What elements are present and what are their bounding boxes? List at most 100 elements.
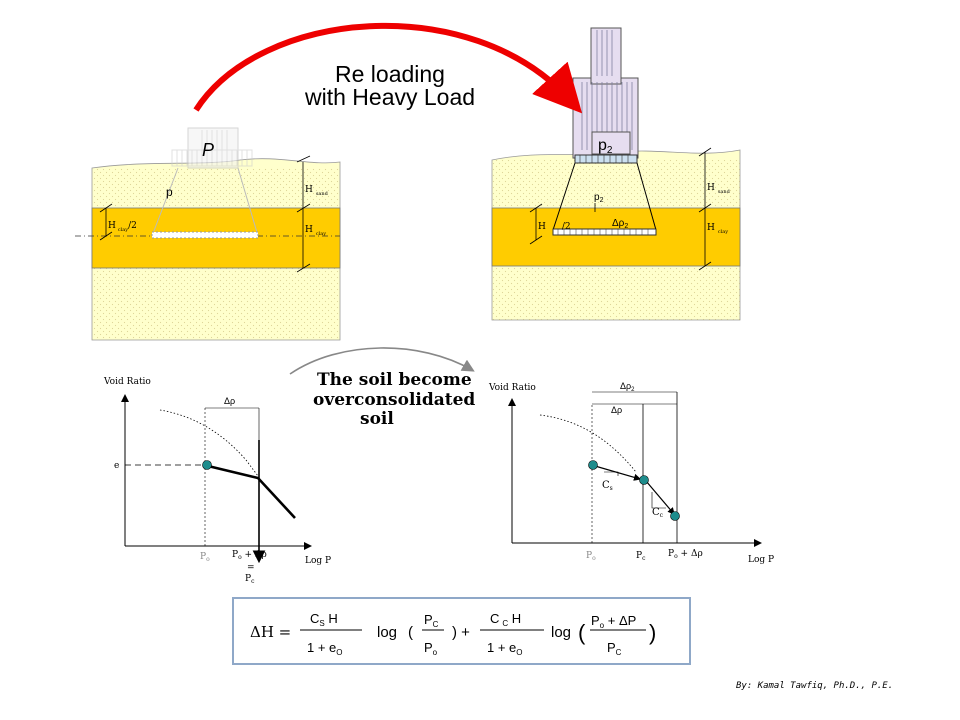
formula-t1-num-tail: H — [325, 611, 338, 626]
left-h-clay-sub: clay — [316, 231, 326, 237]
svg-text:CC H: CC H — [490, 611, 521, 628]
right-graph-cs-sub: s — [610, 485, 613, 492]
reload-arrow — [193, 22, 583, 114]
right-graph-p0: P — [586, 551, 592, 561]
formula-t2-num-tail: H — [508, 611, 521, 626]
left-graph-x-label: Log P — [305, 556, 331, 566]
left-graph-e0: e — [114, 461, 119, 471]
left-hclay-half: H — [108, 221, 116, 231]
svg-text:Δρ2: Δρ2 — [620, 381, 635, 393]
left-graph-delta-p: Δρ — [224, 396, 235, 406]
right-clay-layer — [491, 207, 741, 267]
right-stress-cone — [552, 162, 657, 231]
left-stress-strip — [151, 231, 259, 239]
right-load-sub: 2 — [607, 145, 613, 156]
right-delta-label: Δρ — [612, 218, 625, 229]
right-graph-pc-sub: c — [642, 555, 646, 562]
right-graph-x-label: Log P — [748, 555, 774, 565]
right-graph: Void Ratio Log P Δρ2 Δρ Cs Cc Po Pc Po +… — [488, 381, 774, 565]
left-graph-y-label: Void Ratio — [103, 377, 151, 387]
left-graph-pc: P — [245, 574, 251, 584]
svg-text:Cs: Cs — [602, 480, 613, 492]
svg-text:CS H: CS H — [310, 611, 338, 628]
formula-t1-num-sub: S — [319, 619, 324, 628]
formula-t2-num-sub: C — [502, 619, 508, 628]
left-stress-cone — [151, 167, 259, 237]
left-graph-p0-sub: o — [206, 556, 210, 563]
right-recompression-line — [594, 465, 642, 481]
left-graph-p0-plus: P — [232, 550, 238, 560]
right-load-label: p — [598, 137, 607, 154]
formula-big-open: ( — [578, 620, 586, 645]
right-virgin-line — [645, 480, 675, 515]
right-graph-p0-plus-sub: o — [674, 553, 678, 560]
left-hclay-half-tail: /2 — [128, 221, 137, 231]
formula-log1: log — [377, 624, 397, 641]
formula-lhs: ΔH = — [250, 623, 291, 641]
formula-f1-den: P — [424, 640, 433, 655]
svg-text:Po: Po — [586, 551, 596, 562]
formula-t2-den: 1 + e — [487, 640, 516, 655]
svg-text:1 + eO: 1 + eO — [487, 640, 523, 657]
formula-t1-den: 1 + e — [307, 640, 336, 655]
left-faded-building — [171, 127, 253, 169]
reloading-heading-line2: with Heavy Load — [304, 84, 475, 110]
svg-text:Δρ2: Δρ2 — [612, 218, 628, 230]
right-preconsolidation-point — [639, 475, 649, 485]
right-final-point — [670, 511, 680, 521]
right-stress-strip — [552, 228, 657, 236]
formula-f1-num-sub: C — [433, 620, 439, 629]
right-h-sand: H — [707, 183, 715, 193]
formula-f2-num: P — [591, 613, 600, 628]
left-virgin-curve — [159, 409, 259, 477]
svg-text:PC: PC — [424, 612, 439, 629]
right-h-clay: H — [707, 223, 715, 233]
formula-big-close: ) — [649, 620, 656, 645]
right-h-clay-sub: clay — [718, 229, 728, 235]
left-graph-pc-sub: c — [251, 578, 255, 585]
formula-paren-close-plus: ) + — [452, 624, 470, 641]
svg-text:H/2: H/2 — [538, 222, 571, 232]
right-stress-sub: 2 — [600, 197, 604, 204]
left-graph-p0-plus-sub: o — [238, 554, 242, 561]
formula-box — [232, 597, 691, 665]
svg-text:Cc: Cc — [652, 507, 664, 519]
svg-text:PC: PC — [607, 640, 622, 657]
formula-f1-num: P — [424, 612, 433, 627]
right-hclay-half: H — [538, 222, 546, 232]
left-graph: Void Ratio Log P Δρ e Po Po + Δρ = Pc — [103, 377, 331, 585]
svg-text:Pc: Pc — [636, 551, 646, 562]
overconsolidated-heading-line1: The soil become — [317, 370, 472, 390]
right-delta-sub: 2 — [624, 223, 628, 230]
formula-f2-num-tail: + ΔP — [604, 613, 636, 628]
left-initial-point — [202, 460, 212, 470]
right-initial-point — [588, 460, 598, 470]
formula-t1-num: C — [310, 611, 319, 626]
left-h-clay: H — [305, 225, 313, 235]
right-graph-cc-sub: c — [660, 512, 664, 519]
left-hclay-half-sub: clay — [118, 227, 128, 233]
left-graph-p0-plus-tail: + Δρ — [242, 550, 267, 560]
right-h-sand-sub: sand — [718, 189, 731, 195]
right-graph-y-label: Void Ratio — [488, 383, 536, 393]
right-graph-cc: C — [652, 507, 660, 518]
formula-f2-den-sub: C — [616, 648, 622, 657]
formula-f1-den-sub: o — [433, 648, 438, 657]
formula-paren-open: ( — [408, 624, 413, 641]
right-virgin-curve — [539, 414, 637, 473]
overconsolidated-heading-line2: overconsolidated — [313, 390, 475, 410]
svg-text:Po + Δρ: Po + Δρ — [668, 549, 703, 560]
right-cc-triangle — [651, 492, 666, 509]
svg-text:Po + ΔP: Po + ΔP — [591, 613, 636, 630]
right-hclay-half-tail: /2 — [562, 222, 571, 232]
svg-text:Po + Δρ: Po + Δρ — [232, 550, 267, 561]
